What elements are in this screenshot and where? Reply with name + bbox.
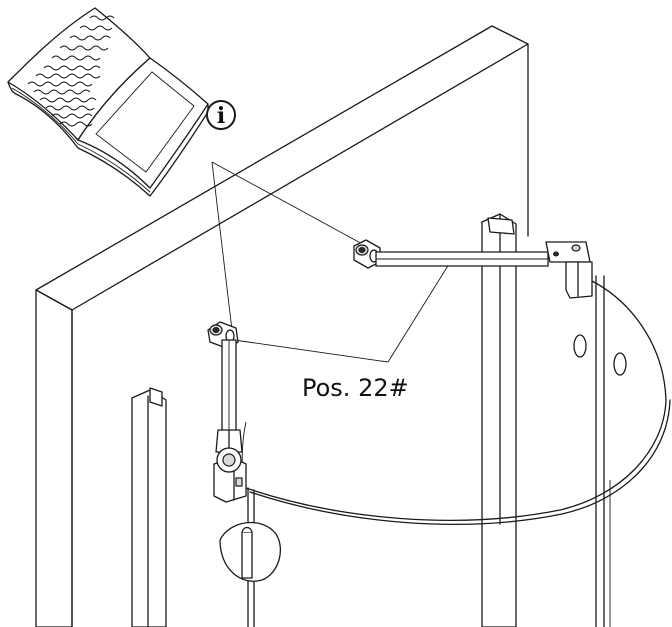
leader-lines (211, 161, 455, 363)
manual-book-icon (7, 7, 209, 197)
horizontal-stabilizer-bar (353, 239, 593, 299)
door-handle (219, 521, 281, 582)
info-symbol: i (217, 103, 225, 129)
shower-enclosure (131, 213, 671, 627)
callout-label: Pos. 22# (302, 374, 409, 402)
wall (35, 25, 529, 627)
vertical-stabilizer-bar (207, 321, 243, 473)
info-icon: i (206, 100, 236, 130)
